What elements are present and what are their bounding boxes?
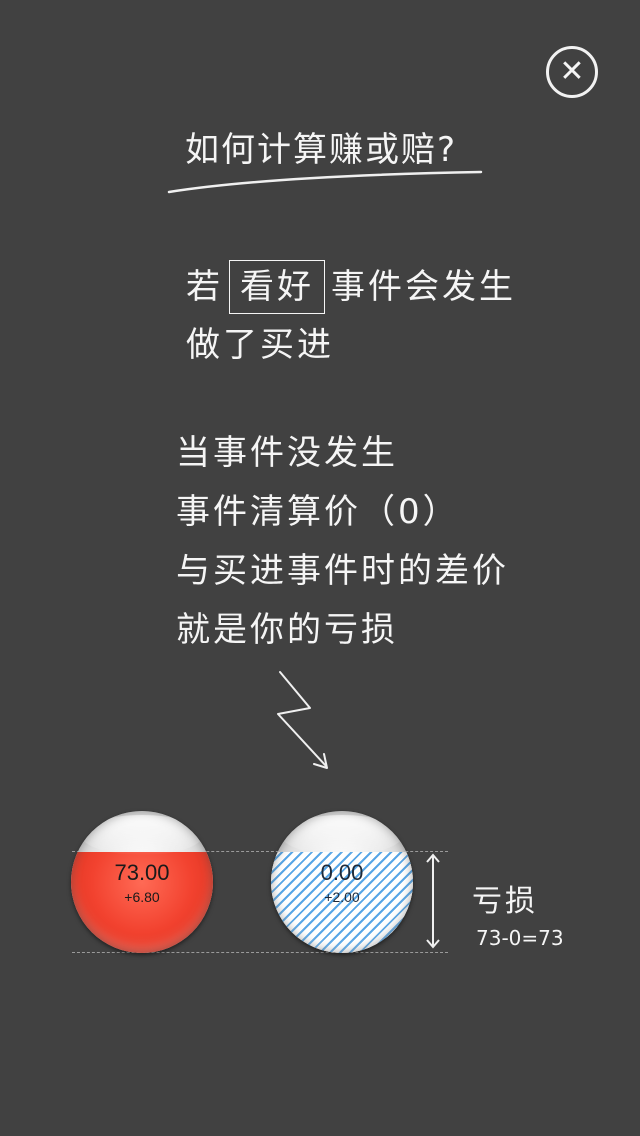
loss-formula: 73-0=73 xyxy=(476,926,564,950)
scenario-line-2: 做了买进 xyxy=(186,325,334,365)
buy-price-ball: 73.00 +6.80 xyxy=(71,811,213,953)
close-icon: ✕ xyxy=(559,54,585,89)
settlement-price-value: 0.00 xyxy=(320,860,364,885)
settlement-price-ball: 0.00 +2.00 xyxy=(271,811,413,953)
bottom-dashed-line xyxy=(72,952,448,953)
blue-striped-fill xyxy=(271,852,413,953)
scenario-text: 若 看好 事件会发生 做了买进 xyxy=(186,258,516,374)
double-arrow-icon xyxy=(426,853,440,949)
outcome-line-4: 就是你的亏损 xyxy=(176,610,398,650)
squiggle-arrow-icon xyxy=(277,671,328,769)
close-button[interactable]: ✕ xyxy=(546,46,598,98)
outcome-line-3: 与买进事件时的差价 xyxy=(176,551,509,591)
outcome-text: 当事件没发生 事件清算价（0） 与买进事件时的差价 就是你的亏损 xyxy=(176,424,509,660)
outcome-line-1: 当事件没发生 xyxy=(176,433,398,473)
scenario-suffix: 事件会发生 xyxy=(331,267,516,307)
scenario-line-1: 若 看好 事件会发生 xyxy=(186,258,516,316)
scenario-prefix: 若 xyxy=(186,267,223,307)
ball-text: 0.00 +2.00 xyxy=(271,859,413,907)
highlighted-term: 看好 xyxy=(229,260,325,314)
settlement-price-change: +2.00 xyxy=(324,889,360,905)
ball-shine xyxy=(81,815,203,855)
red-fill xyxy=(71,852,213,953)
buy-price-value: 73.00 xyxy=(114,860,170,885)
loss-label: 亏损 xyxy=(472,884,538,919)
ball-shine xyxy=(281,815,403,855)
ball-text: 73.00 +6.80 xyxy=(71,859,213,907)
page-title: 如何计算赚或赔? xyxy=(185,130,458,170)
buy-price-change: +6.80 xyxy=(124,889,160,905)
top-dashed-line xyxy=(72,851,448,852)
title-underline xyxy=(167,170,483,194)
outcome-line-2: 事件清算价（0） xyxy=(176,492,460,532)
